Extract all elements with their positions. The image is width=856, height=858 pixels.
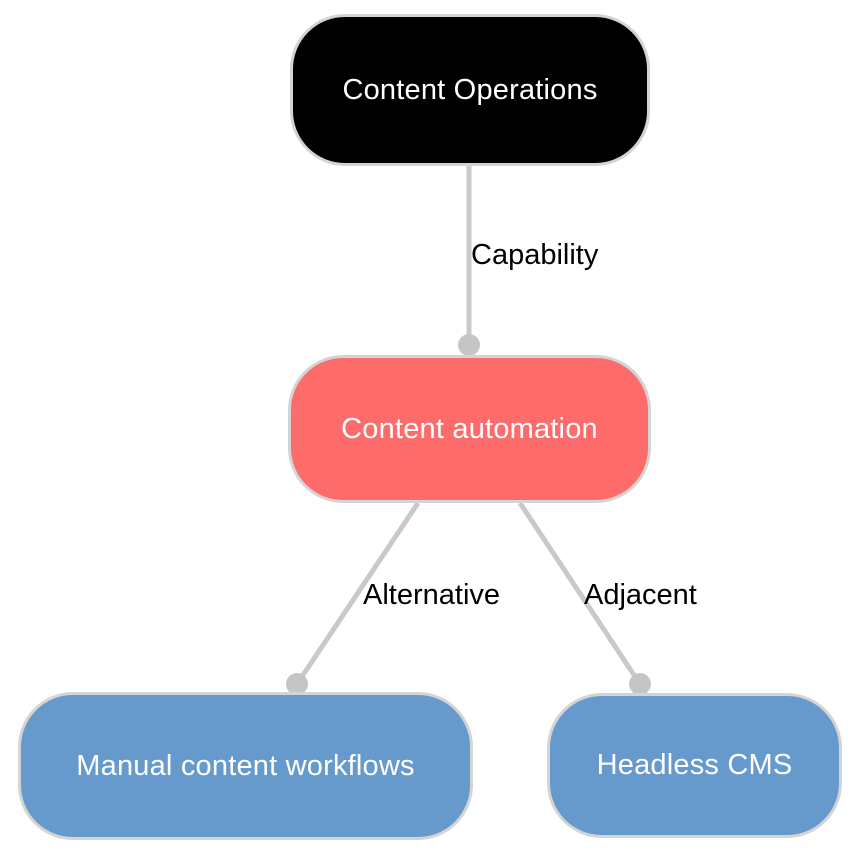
node-headless-cms[interactable]: Headless CMS [547, 693, 842, 838]
node-content-automation[interactable]: Content automation [288, 355, 651, 503]
edge-adjacent-line [517, 501, 643, 686]
node-label-content-automation: Content automation [341, 412, 598, 445]
node-manual-content-workflows[interactable]: Manual content workflows [18, 692, 473, 840]
edge-label-alternative: Alternative [363, 579, 501, 611]
node-label-manual-content-workflows: Manual content workflows [76, 749, 415, 782]
node-content-operations[interactable]: Content Operations [290, 14, 650, 166]
node-label-headless-cms: Headless CMS [596, 749, 793, 781]
edge-capability-dot [458, 334, 480, 356]
edge-label-capability: Capability [471, 239, 599, 271]
edge-alternative-line [294, 501, 421, 686]
node-label-content-operations: Content Operations [342, 73, 598, 106]
edge-alternative-dot [286, 673, 308, 695]
edge-adjacent-dot [629, 673, 651, 695]
edge-label-adjacent: Adjacent [584, 579, 697, 611]
